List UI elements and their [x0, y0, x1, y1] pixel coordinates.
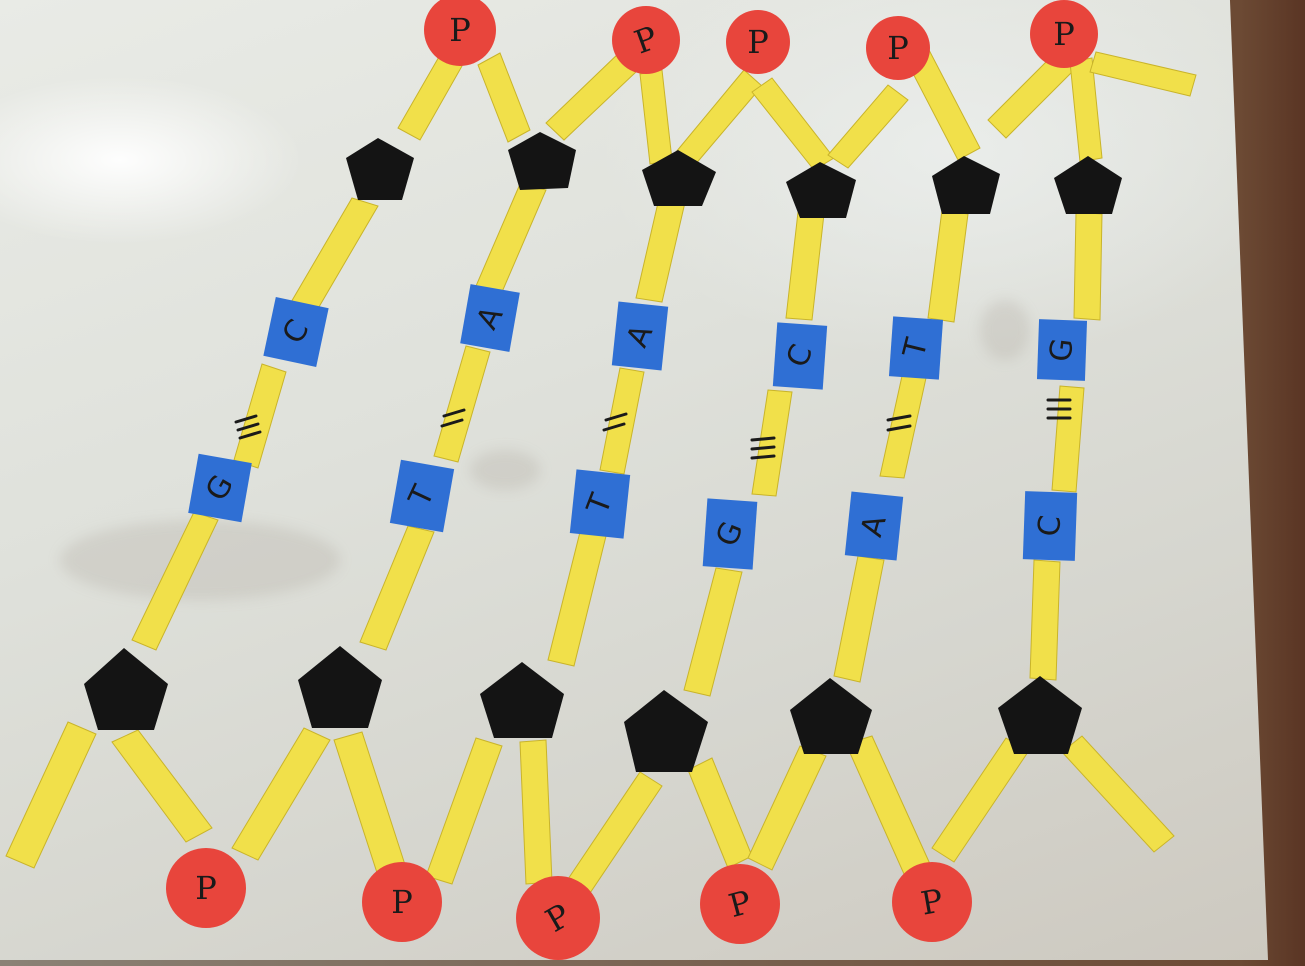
- base-card-top-6: G: [1037, 319, 1087, 381]
- backbone-strip: [928, 210, 968, 322]
- backbone-strip: [834, 556, 884, 682]
- backbone-strip: [476, 184, 546, 292]
- backbone-strip: [1090, 52, 1196, 96]
- backbone-strip: [846, 736, 930, 874]
- backbone-strip: [132, 512, 218, 650]
- backbone-strip: [478, 53, 530, 142]
- phosphate-bottom-4: P: [700, 864, 780, 944]
- phosphate-top-4: P: [866, 16, 930, 80]
- backbone-strip: [232, 728, 330, 860]
- phosphate-top-3: P: [726, 10, 790, 74]
- base-card-bottom-5: A: [845, 491, 903, 560]
- base-card-bottom-4: G: [703, 498, 758, 569]
- base-card-top-1: C: [263, 297, 328, 367]
- base-card-top-2: A: [460, 284, 520, 352]
- backbone-strip: [752, 390, 792, 496]
- backbone-strip: [640, 70, 672, 164]
- backbone-strip: [426, 738, 502, 884]
- backbone-strip: [434, 346, 490, 462]
- backbone-strip: [786, 212, 824, 320]
- backbone-strip: [520, 740, 552, 884]
- sugar-pentagon: [624, 690, 708, 772]
- backbone-strip: [752, 78, 834, 170]
- base-card-bottom-2: T: [390, 460, 454, 532]
- sugar-pentagon: [480, 662, 564, 738]
- base-cards: C G A T A T: [188, 284, 1087, 570]
- backbone-strip: [360, 526, 434, 650]
- base-card-bottom-3: T: [570, 469, 630, 538]
- backbone-strip: [1074, 212, 1102, 320]
- backbone-strip: [688, 758, 752, 868]
- backbone-strip: [6, 722, 96, 868]
- sugar-pentagon: [998, 676, 1082, 754]
- base-letter: C: [1031, 513, 1068, 538]
- backbone-strip: [684, 568, 742, 696]
- phosphate-top-1: P: [424, 0, 496, 66]
- sugar-pentagon: [346, 138, 414, 200]
- backbone-strip: [290, 198, 378, 312]
- backbone-strip: [676, 70, 762, 166]
- backbone-strip: [112, 730, 212, 842]
- phosphate-letter: P: [391, 883, 413, 921]
- phosphate-letter: P: [747, 23, 769, 61]
- backbone-strip: [748, 746, 826, 870]
- base-card-top-4: C: [773, 322, 827, 389]
- phosphate-bottom-5: P: [892, 862, 972, 942]
- backbone-strip: [932, 738, 1028, 862]
- backbone-strip: [234, 364, 286, 468]
- sugar-pentagon: [84, 648, 168, 730]
- base-card-top-3: A: [612, 302, 668, 371]
- backbone-strip: [334, 732, 408, 882]
- backbone-strip: [828, 85, 908, 168]
- backbone-strip: [398, 55, 462, 140]
- sugar-pentagon: [508, 132, 576, 190]
- sugar-pentagon: [1054, 156, 1122, 214]
- backbone-strip: [1052, 386, 1084, 492]
- sugar-pentagon: [786, 162, 856, 218]
- backbone-strip: [1030, 560, 1060, 680]
- base-letter: G: [1043, 336, 1081, 363]
- backbone-strip: [548, 532, 606, 666]
- base-card-bottom-6: C: [1023, 491, 1077, 561]
- sugar-pentagon: [298, 646, 382, 728]
- backbone-strip: [1062, 736, 1174, 852]
- phosphate-letter: P: [1053, 15, 1075, 53]
- base-card-bottom-1: G: [188, 454, 252, 522]
- backbone-strip: [636, 194, 686, 302]
- phosphate-top-5: P: [1030, 0, 1098, 68]
- phosphate-letter: P: [195, 869, 217, 907]
- base-card-top-5: T: [889, 316, 943, 379]
- phosphate-letter: P: [449, 11, 471, 49]
- phosphate-bottom-3: P: [516, 876, 600, 960]
- sugar-pentagon: [932, 156, 1000, 214]
- phosphate-letter: P: [887, 29, 909, 67]
- sugar-pentagon: [790, 678, 872, 754]
- phosphate-bottom-1: P: [166, 848, 246, 928]
- hydrogen-bonds: [236, 400, 1070, 458]
- phosphate-top-2: P: [612, 6, 680, 74]
- phosphate-bottom-2: P: [362, 862, 442, 942]
